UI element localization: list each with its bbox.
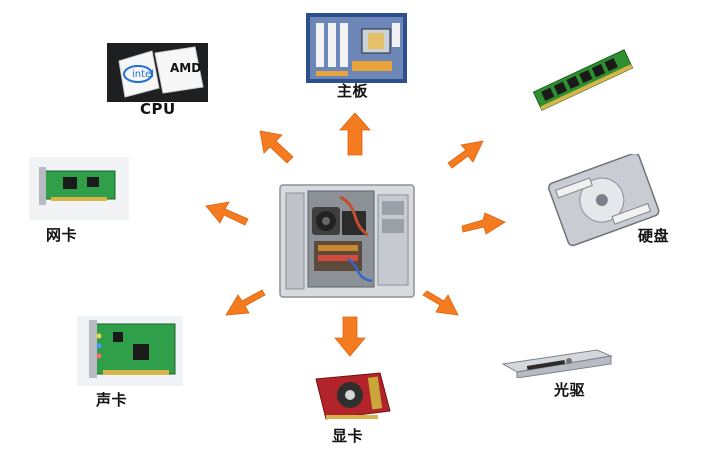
network-card-label: 网卡 <box>46 226 78 244</box>
arrow-to-optical-drive <box>422 290 459 316</box>
optical-drive-label: 光驱 <box>554 381 586 399</box>
arrow-to-sound-card <box>225 289 266 316</box>
optical-drive-image <box>499 346 613 379</box>
arrow-to-cpu <box>259 130 294 164</box>
arrow-to-memory <box>447 140 484 169</box>
hard-disk-image <box>544 152 666 247</box>
sound-card-label: 声卡 <box>96 391 128 409</box>
cpu-label: CPU <box>140 100 176 118</box>
hard-disk-label: 硬盘 <box>638 227 670 245</box>
arrow-to-motherboard <box>339 112 371 156</box>
intel-logo-text: intel <box>132 69 154 80</box>
arrow-to-network-card <box>205 201 249 226</box>
pc-chassis-image <box>278 183 416 301</box>
motherboard-image <box>306 13 407 83</box>
graphics-card-label: 显卡 <box>332 427 364 445</box>
cpu-image: intel AMD <box>107 43 208 102</box>
graphics-card-image <box>310 371 394 426</box>
motherboard-label: 主板 <box>337 82 369 100</box>
arrow-to-graphics-card <box>334 316 366 357</box>
amd-logo-text: AMD <box>170 61 201 75</box>
memory-image <box>528 46 638 114</box>
network-card-image <box>29 157 129 220</box>
arrow-to-hard-disk <box>461 212 506 235</box>
sound-card-image <box>77 316 183 386</box>
